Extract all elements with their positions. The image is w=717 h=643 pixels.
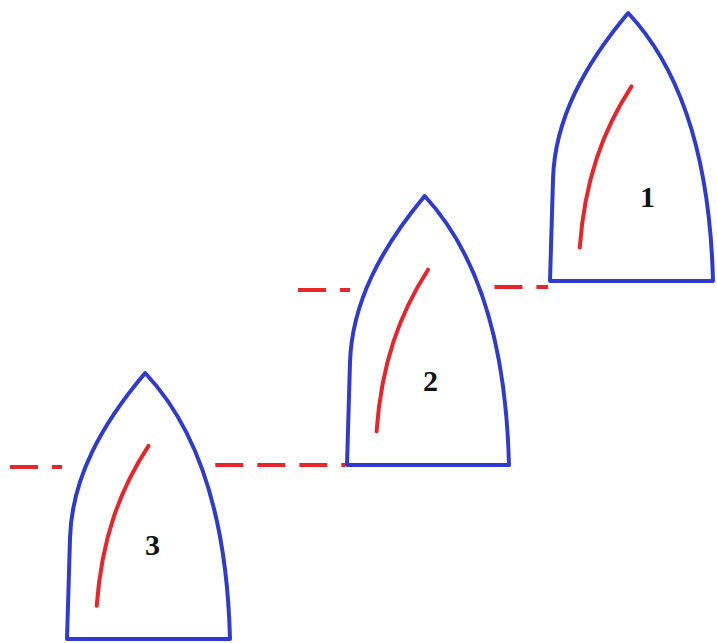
sail-number: 1 [640, 182, 655, 212]
sail-number: 3 [145, 530, 160, 560]
dashed-line [298, 288, 350, 292]
sail-shape: 2 [345, 193, 511, 467]
dashed-line [494, 285, 548, 289]
sail-outline [548, 10, 715, 283]
sail-shape: 1 [548, 10, 715, 283]
sail-number: 2 [423, 366, 438, 396]
sail-outline [345, 193, 511, 467]
sail-shape: 3 [65, 370, 232, 641]
sail-outline [65, 370, 232, 641]
dashed-line [215, 463, 345, 467]
dashed-line [10, 465, 62, 469]
